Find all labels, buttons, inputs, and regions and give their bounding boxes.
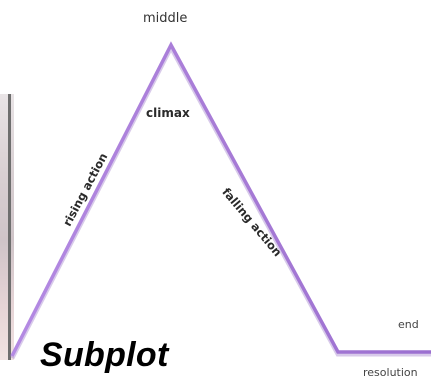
photo-edge (0, 94, 14, 360)
plot-arc-line (10, 41, 431, 357)
label-climax: climax (146, 106, 190, 120)
label-middle: middle (143, 11, 188, 26)
overlay-title-subplot: Subplot (40, 336, 169, 374)
photo-frame-border (8, 94, 11, 360)
label-resolution: resolution (363, 366, 418, 379)
label-end: end (398, 318, 419, 331)
